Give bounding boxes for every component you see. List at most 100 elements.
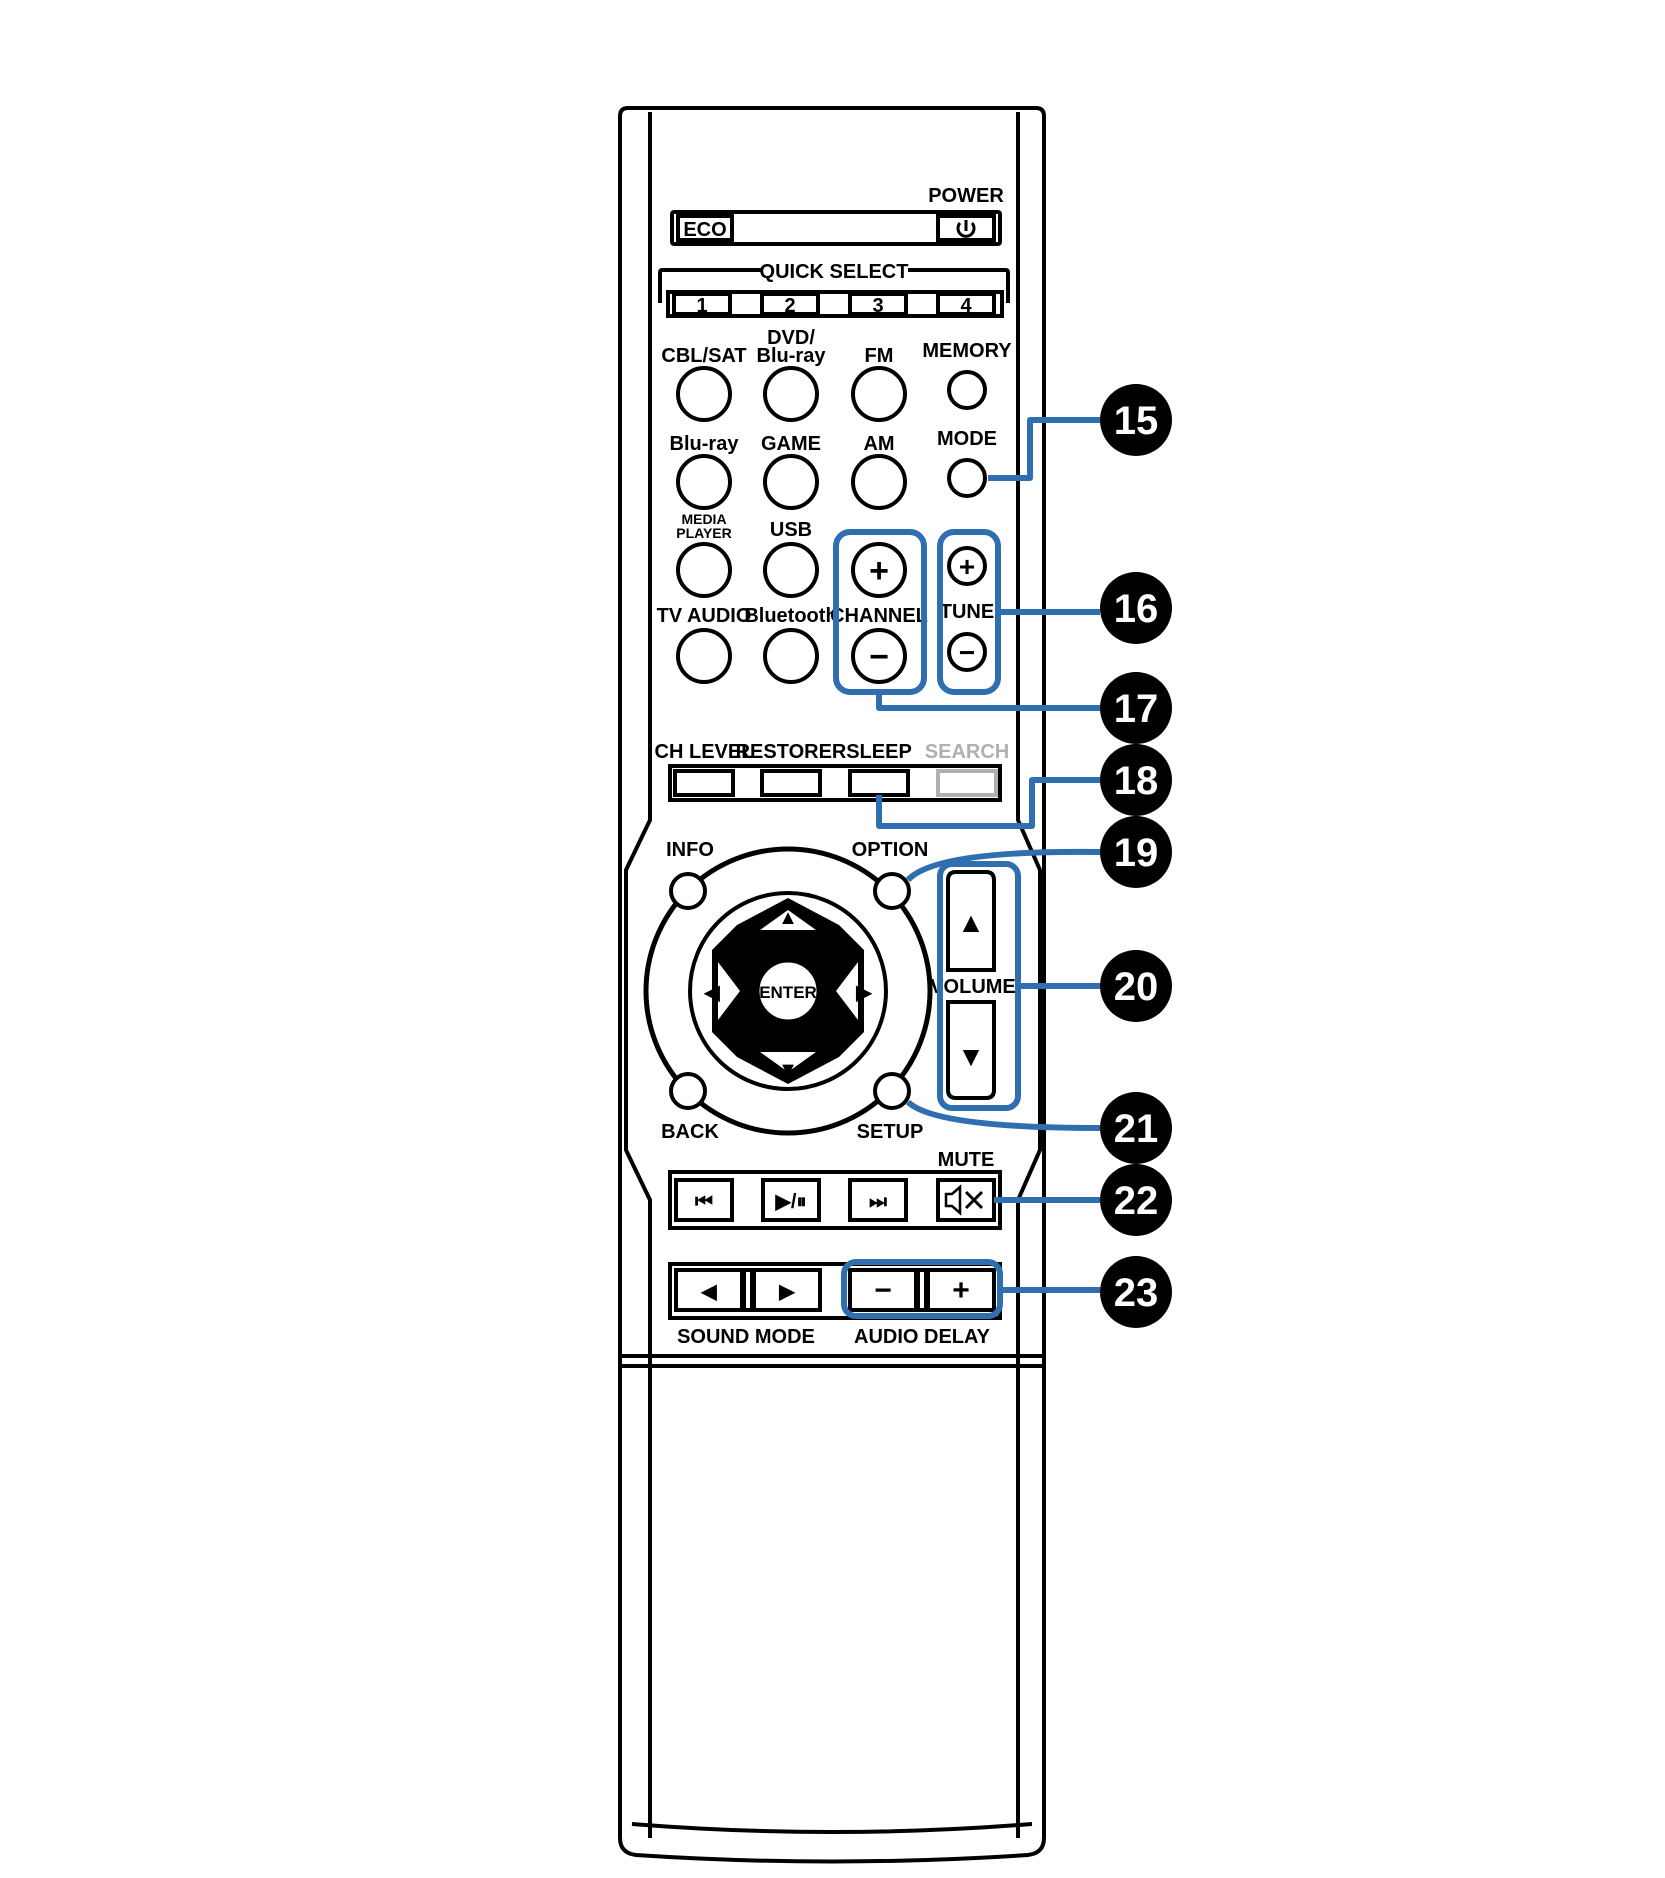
volume-up-arrow: ▲ — [957, 907, 985, 938]
channel-plus-symbol: + — [869, 552, 889, 590]
previous-icon: ⏮ — [695, 1191, 713, 1213]
top-row: ECO POWER — [670, 185, 1004, 246]
svg-text:20: 20 — [1114, 965, 1159, 1009]
tune-group: + TUNE − — [940, 546, 994, 672]
svg-text:2: 2 — [784, 295, 795, 317]
callout-badge-20: 20 — [1100, 950, 1172, 1022]
sound-mode-right-arrow: ▶ — [778, 1281, 796, 1303]
media-player-label: PLAYER — [676, 525, 732, 541]
sound-mode-label: SOUND MODE — [677, 1326, 815, 1348]
media-player-button[interactable] — [676, 542, 732, 598]
callout-badge-19: 19 — [1100, 816, 1172, 888]
bluetooth-button[interactable] — [763, 628, 819, 684]
volume-up-button[interactable] — [946, 870, 996, 972]
callout-line-21 — [905, 1099, 1101, 1131]
quick-select-button-3[interactable]: 3 — [848, 292, 908, 317]
setup-button[interactable] — [873, 1072, 911, 1110]
callout-badge-22: 22 — [1100, 1164, 1172, 1236]
next-button[interactable] — [848, 1178, 908, 1222]
tune-minus-button[interactable] — [947, 632, 987, 672]
usb-button[interactable] — [763, 542, 819, 598]
svg-text:4: 4 — [960, 295, 972, 317]
tune-minus-symbol: − — [959, 637, 975, 668]
top-row-frame — [670, 210, 1002, 246]
volume-down-arrow: ▼ — [957, 1041, 985, 1072]
audio-delay-minus-symbol: − — [874, 1274, 892, 1307]
usb-label: USB — [770, 519, 812, 541]
channel-group: + CHANNEL − — [830, 542, 928, 684]
sleep-label: SLEEP — [846, 741, 912, 763]
callout-line-18 — [876, 777, 1100, 829]
callout-badge-23: 23 — [1100, 1256, 1172, 1328]
volume-down-button[interactable] — [946, 1000, 996, 1100]
quick-select-title: QUICK SELECT — [760, 261, 909, 283]
audio-delay-plus-symbol: + — [952, 1274, 970, 1307]
cbl-sat-button[interactable] — [676, 366, 732, 422]
ch-level-button[interactable] — [673, 769, 735, 797]
previous-button[interactable] — [674, 1178, 734, 1222]
dvd-bluray-label: Blu-ray — [757, 345, 827, 367]
bluray-button[interactable] — [676, 454, 732, 510]
media-label: MEDIA — [681, 511, 726, 527]
mode-button[interactable] — [947, 458, 987, 498]
bottom-row: ◀ ▶ − + SOUND MODE AUDIO DELAY — [668, 1262, 1002, 1348]
game-button[interactable] — [763, 454, 819, 510]
function-row: CH LEVEL RESTORER SLEEP SEARCH — [655, 741, 1009, 802]
eco-button[interactable]: ECO — [676, 214, 734, 242]
power-button[interactable] — [936, 214, 996, 242]
am-button[interactable] — [851, 454, 907, 510]
callout-badge-15: 15 — [1100, 384, 1172, 456]
tv-audio-button[interactable] — [676, 628, 732, 684]
enter-button[interactable] — [756, 959, 820, 1023]
audio-delay-plus-button[interactable]: + — [926, 1268, 996, 1312]
back-button[interactable] — [669, 1072, 707, 1110]
dpad-down-arrow[interactable]: ▼ — [778, 1059, 798, 1081]
sound-mode-divider — [742, 1268, 754, 1312]
sound-mode-right-button[interactable]: ▶ — [752, 1268, 822, 1312]
setup-label: SETUP — [857, 1121, 924, 1143]
svg-text:ECO: ECO — [683, 219, 726, 241]
game-label: GAME — [761, 433, 821, 455]
back-label: BACK — [661, 1121, 719, 1143]
svg-text:22: 22 — [1114, 1179, 1159, 1223]
play-pause-button[interactable] — [761, 1178, 821, 1222]
dpad-up-arrow[interactable]: ▲ — [778, 907, 798, 929]
info-label: INFO — [666, 839, 714, 861]
option-button[interactable] — [873, 872, 911, 910]
sound-mode-left-button[interactable]: ◀ — [674, 1268, 744, 1312]
nav-cluster: ▲ ▼ ◀ ▶ ENTER INFO OPTION BACK SETUP — [643, 839, 933, 1143]
search-button[interactable] — [936, 769, 998, 797]
memory-button[interactable] — [947, 370, 987, 410]
callout-badge-16: 16 — [1100, 572, 1172, 644]
power-icon — [956, 220, 976, 238]
bluetooth-label: Bluetooth — [744, 605, 837, 627]
dvd-label: DVD/ — [767, 327, 815, 349]
channel-label: CHANNEL — [830, 605, 928, 627]
remote-body — [618, 106, 1046, 1864]
sleep-button[interactable] — [848, 769, 910, 797]
quick-select-button-1[interactable]: 1 — [672, 292, 732, 317]
svg-text:19: 19 — [1114, 831, 1159, 875]
audio-delay-minus-button[interactable]: − — [848, 1268, 918, 1312]
dpad-left-arrow[interactable]: ◀ — [703, 982, 720, 1004]
restorer-button[interactable] — [760, 769, 822, 797]
quick-select-button-4[interactable]: 4 — [936, 292, 996, 317]
tune-plus-button[interactable] — [947, 546, 987, 586]
dvd-bluray-button[interactable] — [763, 366, 819, 422]
quick-select-button-2[interactable]: 2 — [760, 292, 820, 317]
svg-text:15: 15 — [1114, 399, 1159, 443]
quick-select: QUICK SELECT 1 2 3 4 — [658, 261, 1010, 318]
svg-text:3: 3 — [872, 295, 883, 317]
tune-plus-symbol: + — [959, 551, 975, 582]
info-button[interactable] — [669, 872, 707, 910]
channel-minus-button[interactable] — [851, 628, 907, 684]
channel-plus-button[interactable] — [851, 542, 907, 598]
audio-delay-label: AUDIO DELAY — [854, 1326, 991, 1348]
dpad-right-arrow[interactable]: ▶ — [855, 982, 873, 1004]
fm-button[interactable] — [851, 366, 907, 422]
search-label: SEARCH — [925, 741, 1009, 763]
ch-level-label: CH LEVEL — [655, 741, 754, 763]
mute-icon — [944, 1184, 984, 1216]
callout-badge-21: 21 — [1100, 1092, 1172, 1164]
